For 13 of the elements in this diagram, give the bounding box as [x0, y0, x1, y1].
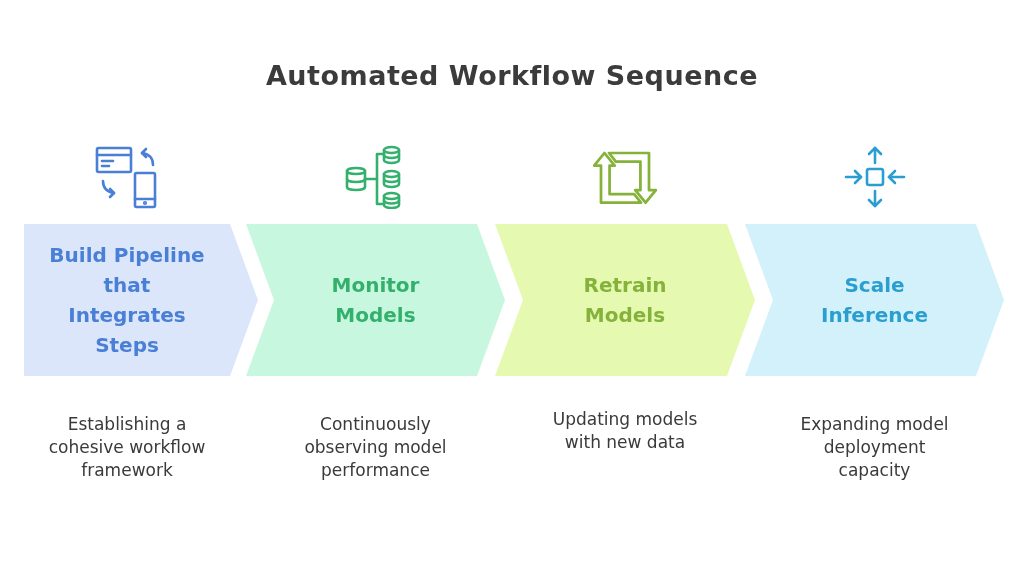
step-description: Expanding model deployment capacity: [799, 413, 950, 482]
step-title: Retrain Models: [582, 272, 668, 329]
chevron-step: [745, 224, 1004, 376]
step-description: Establishing a cohesive workflow framework: [47, 413, 207, 482]
chevron-step: [246, 224, 505, 376]
chevron-step: [495, 224, 755, 376]
step-title: Scale Inference: [820, 272, 929, 329]
step-description: Continuously observing model performance: [303, 413, 448, 482]
step-description: Updating models with new data: [551, 408, 699, 454]
step-title: Monitor Models: [330, 272, 421, 329]
diagram-title: Automated Workflow Sequence: [265, 60, 759, 91]
step-title: Build Pipeline that Integrates Steps: [48, 242, 206, 359]
chevron-step: [24, 224, 258, 376]
